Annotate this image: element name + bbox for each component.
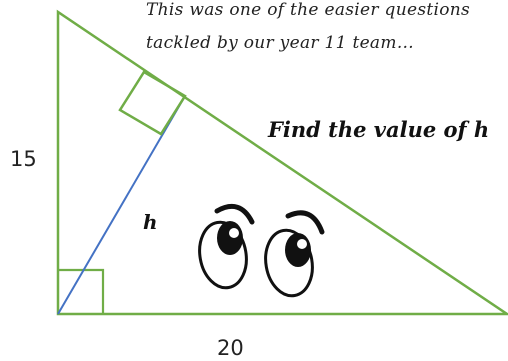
right-angle-marker-hypotenuse [118, 70, 187, 136]
caption-line-1: This was one of the easier questions [146, 0, 470, 20]
altitude-line [57, 95, 186, 315]
right-eye-icon [264, 228, 314, 298]
label-altitude-h: h [143, 210, 158, 234]
caption-line-2: tackled by our year 11 team… [146, 33, 414, 53]
right-eyebrow [285, 210, 325, 235]
right-pupil [285, 233, 311, 267]
left-eyebrow [214, 203, 255, 225]
right-angle-marker-bottom [58, 268, 105, 314]
label-side-20: 20 [217, 336, 244, 360]
label-side-15: 15 [10, 147, 37, 171]
right-triangle [56, 9, 508, 316]
cartoon-eyes [198, 203, 325, 298]
left-pupil [217, 221, 243, 255]
prompt-heading: Find the value of h [267, 117, 489, 142]
